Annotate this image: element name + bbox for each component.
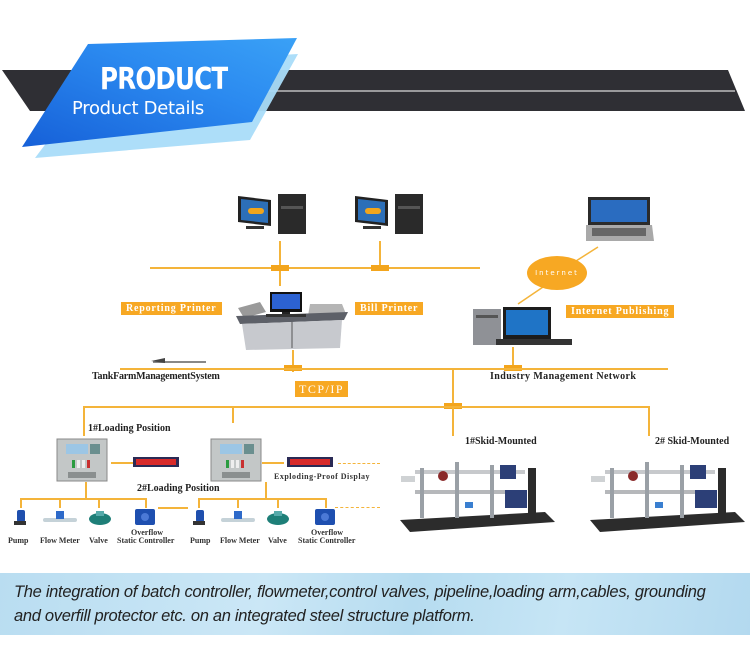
components-bus-2 <box>198 498 326 500</box>
lower-bus-line <box>83 406 649 408</box>
bill-printer-tag: Bill Printer <box>355 302 424 315</box>
component-label: Overflow <box>311 528 343 537</box>
loading-1-drop <box>83 406 85 436</box>
batch-controller-icon <box>210 438 262 482</box>
desktop-computer-icon <box>473 307 572 345</box>
explosion-proof-display-label: Exploding-Proof Display <box>274 472 371 481</box>
component-drop <box>277 498 279 508</box>
system-diagram: Internet Reporting Printer Bill Printer … <box>0 165 750 565</box>
component-label: Flow Meter <box>220 536 260 545</box>
blue-shape <box>22 38 297 147</box>
banner-subtitle: Product Details <box>72 98 204 119</box>
main-lan-line <box>120 368 668 370</box>
led-display-icon <box>287 457 333 467</box>
workstation-1-link <box>279 241 281 286</box>
desktop-computer-icon <box>355 194 423 234</box>
component-label: Static Controller <box>117 536 175 545</box>
overflow-controller-icon <box>135 509 155 525</box>
valve-icon <box>89 511 111 525</box>
flow-meter-icon <box>43 511 77 522</box>
controller-1-drop <box>85 482 87 498</box>
console-link <box>292 350 294 372</box>
component-label: Overflow <box>131 528 163 537</box>
caption-text: The integration of batch controller, flo… <box>14 583 706 625</box>
desktop-computer-icon <box>238 194 306 234</box>
overflow-controller-icon <box>315 509 335 525</box>
component-drop <box>20 498 22 508</box>
loading-2-drop <box>232 406 234 423</box>
component-label: Valve <box>268 536 287 545</box>
components-link <box>158 507 188 509</box>
header-banner: PRODUCT Product Details <box>0 0 750 165</box>
tcp-ip-tag: TCP/IP <box>295 381 349 397</box>
skid-mounted-unit-icon <box>400 462 555 532</box>
skid-mounted-1-label: 1#Skid-Mounted <box>465 436 537 447</box>
batch-controller-icon <box>56 438 108 482</box>
control-console-icon <box>236 292 348 350</box>
caption-bar: The integration of batch controller, flo… <box>0 573 750 635</box>
loading-position-1-label: 1#Loading Position <box>88 423 171 434</box>
reporting-printer-tag: Reporting Printer <box>121 302 222 315</box>
industry-network-label: Industry Management Network <box>490 371 637 382</box>
arrow-left-icon <box>151 358 206 363</box>
valve-icon <box>267 511 289 525</box>
component-drop <box>325 498 327 508</box>
server-link <box>512 347 514 367</box>
component-drop <box>145 498 147 508</box>
display-2-link <box>262 462 284 464</box>
component-drop <box>98 498 100 508</box>
banner-graphic <box>2 38 745 158</box>
tank-farm-label: TankFarmManagementSystem <box>92 371 220 382</box>
component-label: Pump <box>190 536 211 545</box>
flow-meter-icon <box>221 511 255 522</box>
component-label: Valve <box>89 536 108 545</box>
laptop-icon <box>586 197 654 241</box>
display-1-link <box>111 462 133 464</box>
network-joint <box>271 265 289 271</box>
skid-2-drop <box>648 406 650 436</box>
network-joint <box>371 265 389 271</box>
skid-1-drop <box>452 406 454 436</box>
component-drop <box>237 498 239 508</box>
dashed-connector <box>335 507 380 508</box>
internet-publishing-tag: Internet Publishing <box>566 305 675 318</box>
component-drop <box>198 498 200 508</box>
internet-cloud: Internet <box>527 256 587 290</box>
component-label: Static Controller <box>298 536 356 545</box>
dashed-connector <box>338 463 380 464</box>
pump-icon <box>14 510 26 525</box>
component-drop <box>59 498 61 508</box>
workstation-2-link <box>379 241 381 268</box>
trunk-line <box>452 368 454 408</box>
components-bus-1 <box>20 498 146 500</box>
skid-mounted-2-label: 2# Skid-Mounted <box>655 436 730 447</box>
component-label: Flow Meter <box>40 536 80 545</box>
pump-icon <box>193 510 205 525</box>
component-label: Pump <box>8 536 29 545</box>
banner-title: PRODUCT <box>100 62 228 97</box>
loading-position-2-label: 2#Loading Position <box>137 483 220 494</box>
skid-mounted-unit-icon <box>590 462 745 532</box>
controller-2-drop <box>265 482 267 498</box>
led-display-icon <box>133 457 179 467</box>
top-network-line <box>150 267 480 269</box>
